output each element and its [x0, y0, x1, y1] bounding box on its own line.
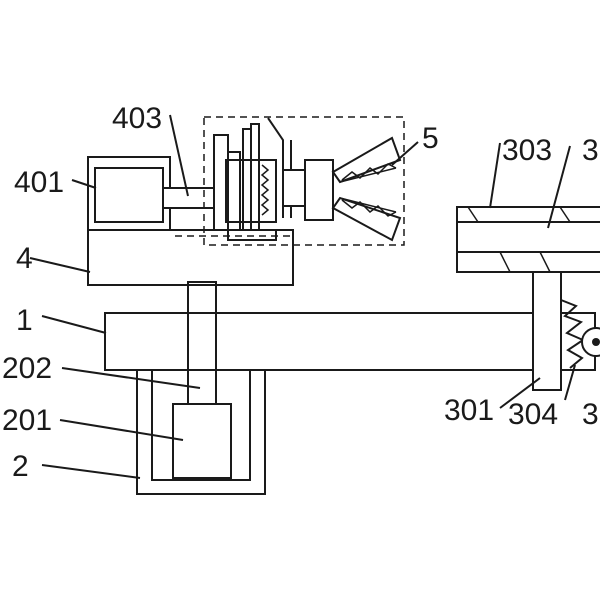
table-303 — [456, 206, 600, 273]
teeth-304 — [560, 299, 600, 369]
clutch-assembly — [175, 117, 334, 241]
label-2: 2 — [12, 450, 29, 483]
label-303: 303 — [502, 134, 552, 167]
label-403: 403 — [112, 102, 162, 135]
label-4: 4 — [16, 242, 33, 275]
label-201: 201 — [2, 404, 52, 437]
post-301 — [532, 271, 562, 391]
horizontal-beam-1 — [104, 312, 596, 371]
vertical-rod-202 — [187, 281, 217, 405]
label-3-top: 3 — [582, 134, 599, 167]
platform-4 — [87, 229, 294, 286]
label-3-bottom: 3 — [582, 398, 599, 431]
detail-dashed-box — [203, 116, 405, 246]
motor-unit-401 — [87, 156, 171, 231]
label-304: 304 — [508, 398, 558, 431]
gripper-jaws-5 — [331, 136, 402, 242]
label-5: 5 — [422, 122, 439, 155]
label-202: 202 — [2, 352, 52, 385]
leader-lines — [29, 114, 576, 479]
label-1: 1 — [16, 304, 33, 337]
label-401: 401 — [14, 166, 64, 199]
piston-block-201 — [172, 403, 232, 479]
label-301: 301 — [444, 394, 494, 427]
